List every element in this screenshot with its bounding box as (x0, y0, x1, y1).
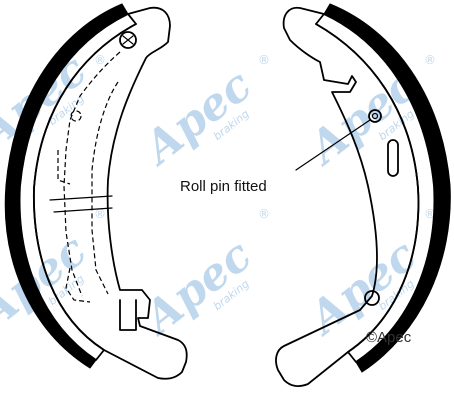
left-rib-2 (53, 207, 113, 213)
left-hidden-foot (65, 267, 91, 303)
right-shoe-slot (387, 139, 399, 177)
right-brake-shoe (275, 3, 451, 387)
left-anchor-cross (122, 35, 134, 45)
roll-pin-core (371, 112, 379, 120)
left-shoe-web (33, 6, 188, 380)
registered-mark-5: ® (258, 207, 270, 221)
registered-mark-4: ® (94, 207, 106, 221)
right-shoe-web (275, 6, 420, 387)
left-bottom-clip (119, 299, 137, 331)
watermark-5: Apec braking (132, 230, 261, 346)
copyright-text: ©Apec (366, 329, 412, 346)
left-anchor-hole (119, 31, 137, 49)
left-lever-hidden-line (63, 51, 121, 297)
left-hidden-notch (57, 150, 71, 185)
left-lever-hidden-line-2 (91, 81, 119, 295)
roll-pin-label: Roll pin fitted (180, 178, 267, 195)
watermark-2: Apec braking (132, 60, 261, 176)
left-brake-shoe (4, 3, 188, 380)
roll-pin-leader-line (295, 119, 371, 171)
roll-pin (368, 109, 382, 123)
registered-mark-1: ® (94, 53, 106, 67)
right-shoe-hole (364, 290, 380, 306)
registered-mark-2: ® (258, 53, 270, 67)
left-hidden-pin (70, 110, 82, 122)
left-rib-1 (49, 195, 113, 201)
registered-mark-3: ® (424, 53, 436, 67)
